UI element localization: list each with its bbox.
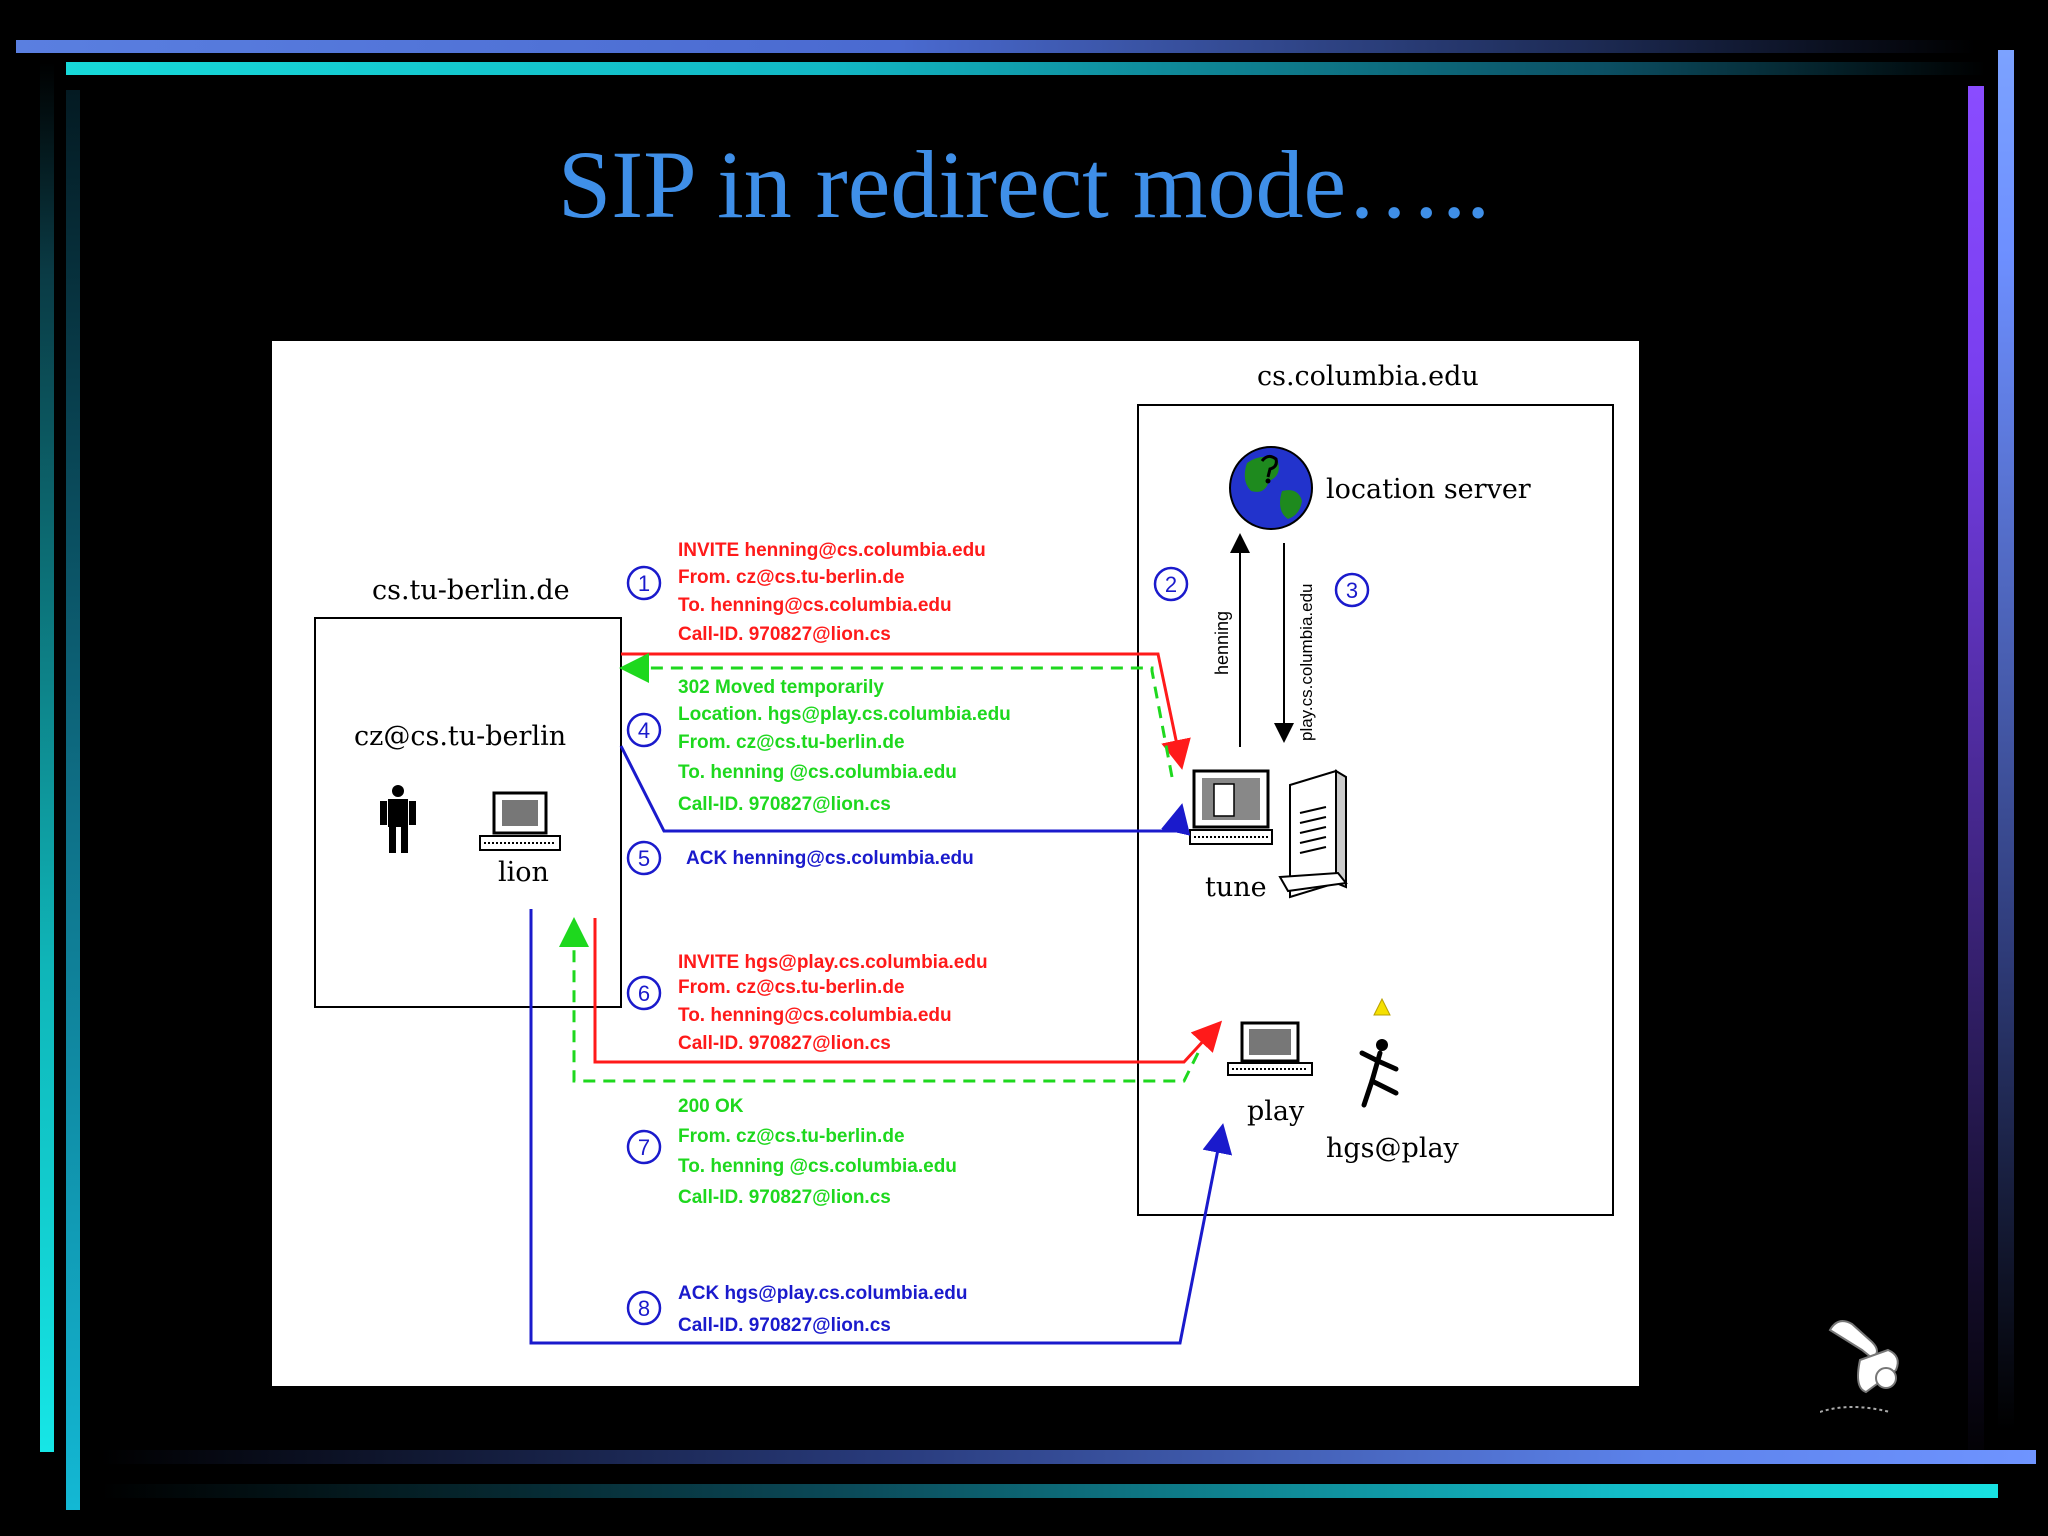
step-5-line-1: ACK henning@cs.columbia.edu bbox=[686, 848, 974, 869]
step-4-line-1: 302 Moved temporarily bbox=[678, 677, 884, 698]
step-8-line-1: ACK hgs@play.cs.columbia.edu bbox=[678, 1283, 968, 1304]
step-1-message: INVITE henning@cs.columbia.edu From. cz@… bbox=[678, 540, 986, 645]
server-tower-icon bbox=[1278, 769, 1348, 899]
bell-icon bbox=[1373, 997, 1391, 1016]
decorative-bar-top-inner bbox=[66, 62, 1986, 75]
redirect-response-arrow-step-4 bbox=[619, 653, 1174, 778]
slide-title: SIP in redirect mode….. bbox=[557, 131, 1491, 238]
step-5-marker: 5 bbox=[626, 840, 662, 876]
svg-text:1: 1 bbox=[638, 571, 650, 596]
step-7-line-3: To. henning @cs.columbia.edu bbox=[678, 1156, 957, 1177]
sip-redirect-diagram: cs.tu-berlin.de cs.columbia.edu cz@cs.tu… bbox=[272, 341, 1639, 1386]
play-label: play bbox=[1247, 1096, 1305, 1127]
step-6-line-3: To. henning@cs.columbia.edu bbox=[678, 1005, 952, 1026]
hgs-label: hgs@play bbox=[1326, 1133, 1460, 1164]
step-4-message: 302 Moved temporarily Location. hgs@play… bbox=[678, 677, 1011, 815]
step-7-marker: 7 bbox=[626, 1129, 662, 1165]
svg-text:4: 4 bbox=[638, 718, 650, 743]
invite-arrow-step-6 bbox=[593, 918, 1223, 1064]
step-2-text: henning bbox=[1212, 611, 1232, 675]
columbia-domain-box bbox=[1137, 404, 1614, 1216]
step-1-line-1: INVITE henning@cs.columbia.edu bbox=[678, 540, 986, 561]
columbia-domain-label: cs.columbia.edu bbox=[1257, 361, 1479, 392]
svg-text:3: 3 bbox=[1346, 578, 1358, 603]
step-1-line-4: Call-ID. 970827@lion.cs bbox=[678, 624, 891, 645]
step-3-marker: 3 bbox=[1334, 572, 1370, 608]
step-7-message: 200 OK From. cz@cs.tu-berlin.de To. henn… bbox=[678, 1096, 957, 1208]
step-6-message: INVITE hgs@play.cs.columbia.edu From. cz… bbox=[678, 952, 988, 1054]
berlin-domain-box bbox=[314, 617, 622, 1008]
step-2-marker: 2 bbox=[1153, 566, 1189, 602]
step-8-marker: 8 bbox=[626, 1290, 662, 1326]
decorative-bar-bottom-inner bbox=[100, 1450, 2036, 1464]
step-1-line-3: To. henning@cs.columbia.edu bbox=[678, 595, 952, 616]
step-7-line-1: 200 OK bbox=[678, 1096, 744, 1117]
step-6-line-4: Call-ID. 970827@lion.cs bbox=[678, 1033, 891, 1054]
step-4-line-2: Location. hgs@play.cs.columbia.edu bbox=[678, 704, 1011, 725]
invite-arrow-step-1 bbox=[621, 652, 1191, 770]
globe-icon bbox=[1229, 446, 1313, 530]
step-5-message: ACK henning@cs.columbia.edu bbox=[686, 848, 974, 869]
svg-text:2: 2 bbox=[1165, 572, 1177, 597]
step-1-line-2: From. cz@cs.tu-berlin.de bbox=[678, 567, 905, 588]
step-6-line-1: INVITE hgs@play.cs.columbia.edu bbox=[678, 952, 988, 973]
lion-label: lion bbox=[498, 857, 549, 888]
computer-icon bbox=[1189, 769, 1273, 845]
step-6-marker: 6 bbox=[626, 975, 662, 1011]
decorative-bar-bottom bbox=[100, 1484, 1998, 1498]
person-icon bbox=[380, 785, 416, 853]
berlin-domain-label: cs.tu-berlin.de bbox=[372, 575, 570, 606]
decorative-bar-top bbox=[16, 40, 1976, 53]
step-6-line-2: From. cz@cs.tu-berlin.de bbox=[678, 977, 905, 998]
running-person-icon bbox=[1359, 1039, 1399, 1108]
step-1-marker: 1 bbox=[626, 565, 662, 601]
ok-response-arrow-step-7 bbox=[559, 917, 1200, 1083]
svg-text:6: 6 bbox=[638, 981, 650, 1006]
decorative-bar-left bbox=[40, 62, 54, 1452]
ack-arrow-step-8 bbox=[529, 909, 1233, 1345]
decorative-bar-right bbox=[1998, 50, 2014, 1430]
decorative-bar-left-inner bbox=[66, 90, 80, 1510]
step-4-line-5: Call-ID. 970827@lion.cs bbox=[678, 794, 891, 815]
step-4-marker: 4 bbox=[626, 712, 662, 748]
step-3-text: play.cs.columbia.edu bbox=[1297, 584, 1316, 742]
ack-arrow-step-5 bbox=[619, 745, 1191, 836]
tune-label: tune bbox=[1205, 872, 1267, 903]
svg-text:5: 5 bbox=[638, 846, 650, 871]
step-8-message: ACK hgs@play.cs.columbia.edu Call-ID. 97… bbox=[678, 1283, 968, 1336]
step-7-line-2: From. cz@cs.tu-berlin.de bbox=[678, 1126, 905, 1147]
svg-text:7: 7 bbox=[638, 1135, 650, 1160]
computer-icon bbox=[479, 791, 561, 851]
step-7-line-4: Call-ID. 970827@lion.cs bbox=[678, 1187, 891, 1208]
location-server-label: location server bbox=[1326, 474, 1531, 505]
step-4-line-3: From. cz@cs.tu-berlin.de bbox=[678, 732, 905, 753]
step-8-line-2: Call-ID. 970827@lion.cs bbox=[678, 1315, 891, 1336]
telephone-clipart-icon bbox=[1819, 1310, 1920, 1425]
decorative-bar-right-inner bbox=[1968, 86, 1984, 1476]
step-4-line-4: To. henning @cs.columbia.edu bbox=[678, 762, 957, 783]
computer-icon bbox=[1227, 1021, 1313, 1076]
svg-text:8: 8 bbox=[638, 1296, 650, 1321]
user-label: cz@cs.tu-berlin bbox=[354, 721, 566, 752]
